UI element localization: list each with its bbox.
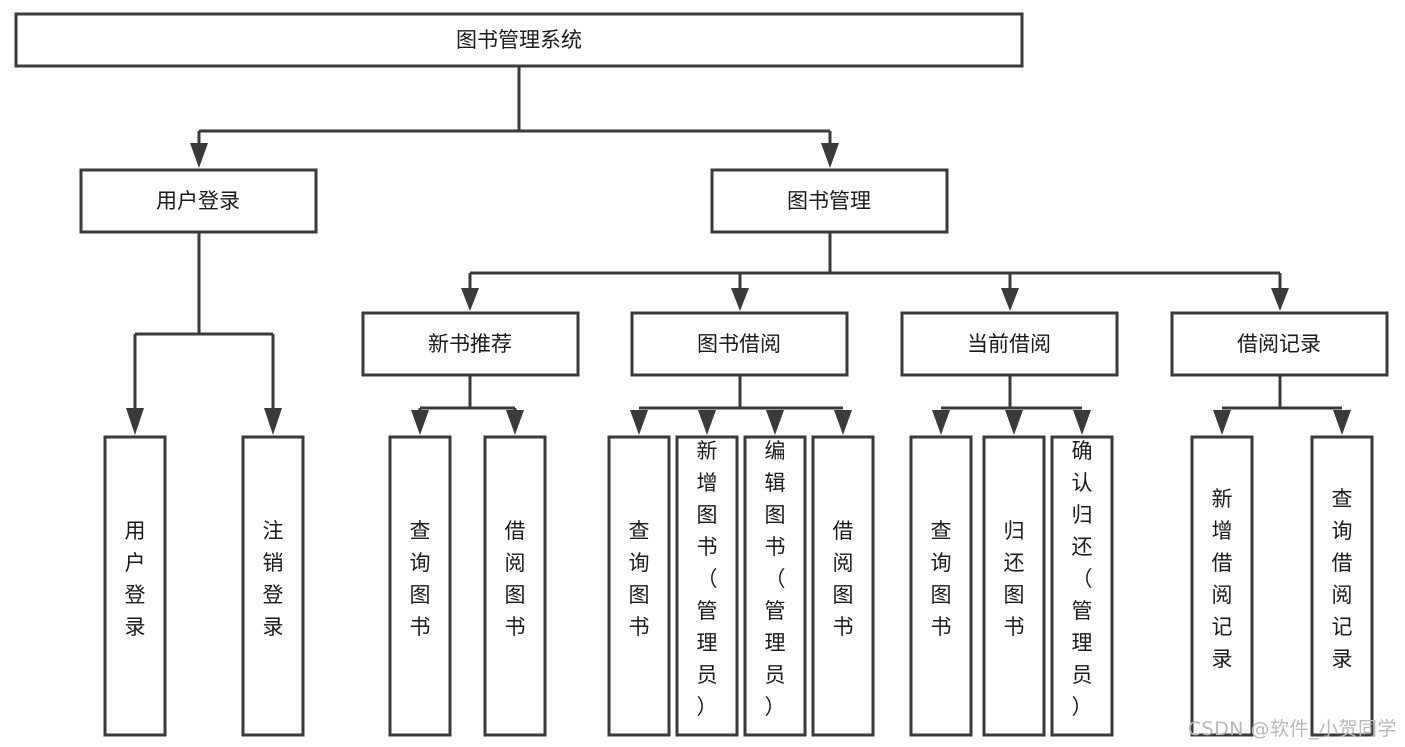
node-book-borrow-box[interactable] bbox=[630, 311, 849, 377]
node-leaf-query-book-2-label: 查询图书 bbox=[629, 519, 650, 639]
node-leaf-add-book[interactable]: 新增图书（管理员） bbox=[675, 435, 739, 737]
node-leaf-borrow-book-2[interactable]: 借阅图书 bbox=[811, 435, 875, 737]
node-leaf-query-book-3-box[interactable] bbox=[909, 435, 973, 737]
node-user-login-box[interactable] bbox=[79, 168, 318, 234]
arrowhead-user-login bbox=[190, 143, 208, 168]
node-root-box[interactable] bbox=[14, 12, 1024, 68]
node-leaf-user-logout-label: 注销登录 bbox=[263, 519, 284, 639]
node-leaf-borrow-book-2-box[interactable] bbox=[811, 435, 875, 737]
arrowhead-leaf-add-record bbox=[1213, 410, 1231, 435]
node-root[interactable]: 图书管理系统 bbox=[14, 12, 1024, 68]
arrowhead-new-book-recommend bbox=[461, 288, 479, 311]
node-new-book-recommend-box[interactable] bbox=[361, 311, 580, 377]
node-borrow-record[interactable]: 借阅记录 bbox=[1170, 311, 1389, 377]
node-book-manage-label: 图书管理 bbox=[787, 189, 871, 213]
node-book-manage[interactable]: 图书管理 bbox=[710, 168, 949, 234]
node-leaf-add-record-label: 新增借阅记录 bbox=[1212, 487, 1233, 671]
node-leaf-add-book-label: 新增图书（管理员） bbox=[697, 439, 718, 719]
node-leaf-query-book-3-label: 查询图书 bbox=[931, 519, 952, 639]
arrowhead-leaf-return-book bbox=[1005, 410, 1023, 435]
node-leaf-add-book-box[interactable] bbox=[675, 435, 739, 737]
node-current-borrow[interactable]: 当前借阅 bbox=[900, 311, 1119, 377]
node-new-book-recommend-label: 新书推荐 bbox=[428, 332, 512, 356]
arrowhead-leaf-query-book-3 bbox=[932, 410, 950, 435]
node-book-borrow[interactable]: 图书借阅 bbox=[630, 311, 849, 377]
node-leaf-add-record-box[interactable] bbox=[1190, 435, 1254, 737]
node-leaf-query-book-1[interactable]: 查询图书 bbox=[388, 435, 452, 737]
node-leaf-borrow-book-1[interactable]: 借阅图书 bbox=[483, 435, 547, 737]
node-leaf-borrow-book-1-label: 借阅图书 bbox=[505, 519, 526, 639]
arrowhead-leaf-user-logout bbox=[264, 408, 282, 435]
node-leaf-query-record-label: 查询借阅记录 bbox=[1332, 487, 1353, 671]
node-leaf-edit-book-box[interactable] bbox=[743, 435, 807, 737]
arrowhead-leaf-query-book-2 bbox=[630, 410, 648, 435]
node-leaf-query-record-box[interactable] bbox=[1310, 435, 1374, 737]
arrowhead-leaf-confirm-return bbox=[1073, 410, 1091, 435]
arrowhead-leaf-borrow-book-2 bbox=[834, 410, 852, 435]
node-leaf-query-book-3[interactable]: 查询图书 bbox=[909, 435, 973, 737]
leaf-nodes: 用户登录 注销登录 查询图书 借阅图书 查询图书 新增图书（管理员） bbox=[103, 435, 1374, 737]
node-leaf-return-book-box[interactable] bbox=[982, 435, 1046, 737]
arrowhead-leaf-query-record bbox=[1333, 410, 1351, 435]
node-book-manage-box[interactable] bbox=[710, 168, 949, 234]
node-leaf-query-book-1-label: 查询图书 bbox=[410, 519, 431, 639]
arrowhead-leaf-add-book bbox=[698, 410, 716, 435]
arrowhead-leaf-query-book-1 bbox=[411, 410, 429, 435]
node-leaf-return-book[interactable]: 归还图书 bbox=[982, 435, 1046, 737]
node-leaf-user-login-box[interactable] bbox=[103, 435, 167, 737]
node-leaf-confirm-return[interactable]: 确认归还（管理员） bbox=[1050, 435, 1114, 737]
node-user-login-label: 用户登录 bbox=[156, 189, 240, 213]
node-leaf-query-book-2[interactable]: 查询图书 bbox=[607, 435, 671, 737]
node-borrow-record-box[interactable] bbox=[1170, 311, 1389, 377]
connectors bbox=[126, 66, 1351, 435]
node-leaf-query-record[interactable]: 查询借阅记录 bbox=[1310, 435, 1374, 737]
arrowhead-book-manage bbox=[821, 143, 839, 168]
node-leaf-borrow-book-2-label: 借阅图书 bbox=[833, 519, 854, 639]
node-leaf-user-logout[interactable]: 注销登录 bbox=[241, 435, 305, 737]
node-root-label: 图书管理系统 bbox=[456, 28, 582, 52]
node-new-book-recommend[interactable]: 新书推荐 bbox=[361, 311, 580, 377]
node-leaf-user-login[interactable]: 用户登录 bbox=[103, 435, 167, 737]
node-current-borrow-label: 当前借阅 bbox=[967, 332, 1051, 356]
node-leaf-confirm-return-box[interactable] bbox=[1050, 435, 1114, 737]
node-leaf-user-logout-box[interactable] bbox=[241, 435, 305, 737]
node-leaf-edit-book-label: 编辑图书（管理员） bbox=[765, 439, 786, 719]
node-current-borrow-box[interactable] bbox=[900, 311, 1119, 377]
arrowhead-leaf-borrow-book-1 bbox=[506, 410, 524, 435]
node-leaf-user-login-label: 用户登录 bbox=[125, 519, 146, 639]
node-leaf-confirm-return-label: 确认归还（管理员） bbox=[1072, 439, 1093, 719]
arrowhead-leaf-edit-book bbox=[766, 410, 784, 435]
node-leaf-edit-book[interactable]: 编辑图书（管理员） bbox=[743, 435, 807, 737]
node-leaf-query-book-1-box[interactable] bbox=[388, 435, 452, 737]
node-leaf-borrow-book-1-box[interactable] bbox=[483, 435, 547, 737]
node-leaf-add-record[interactable]: 新增借阅记录 bbox=[1190, 435, 1254, 737]
arrowhead-borrow-record bbox=[1271, 288, 1289, 311]
arrowhead-leaf-user-login bbox=[126, 408, 144, 435]
node-user-login[interactable]: 用户登录 bbox=[79, 168, 318, 234]
node-leaf-query-book-2-box[interactable] bbox=[607, 435, 671, 737]
arrowhead-book-borrow bbox=[731, 288, 749, 311]
node-borrow-record-label: 借阅记录 bbox=[1237, 332, 1321, 356]
node-leaf-return-book-label: 归还图书 bbox=[1004, 519, 1025, 639]
node-book-borrow-label: 图书借阅 bbox=[697, 332, 781, 356]
arrowhead-current-borrow bbox=[1001, 288, 1019, 311]
